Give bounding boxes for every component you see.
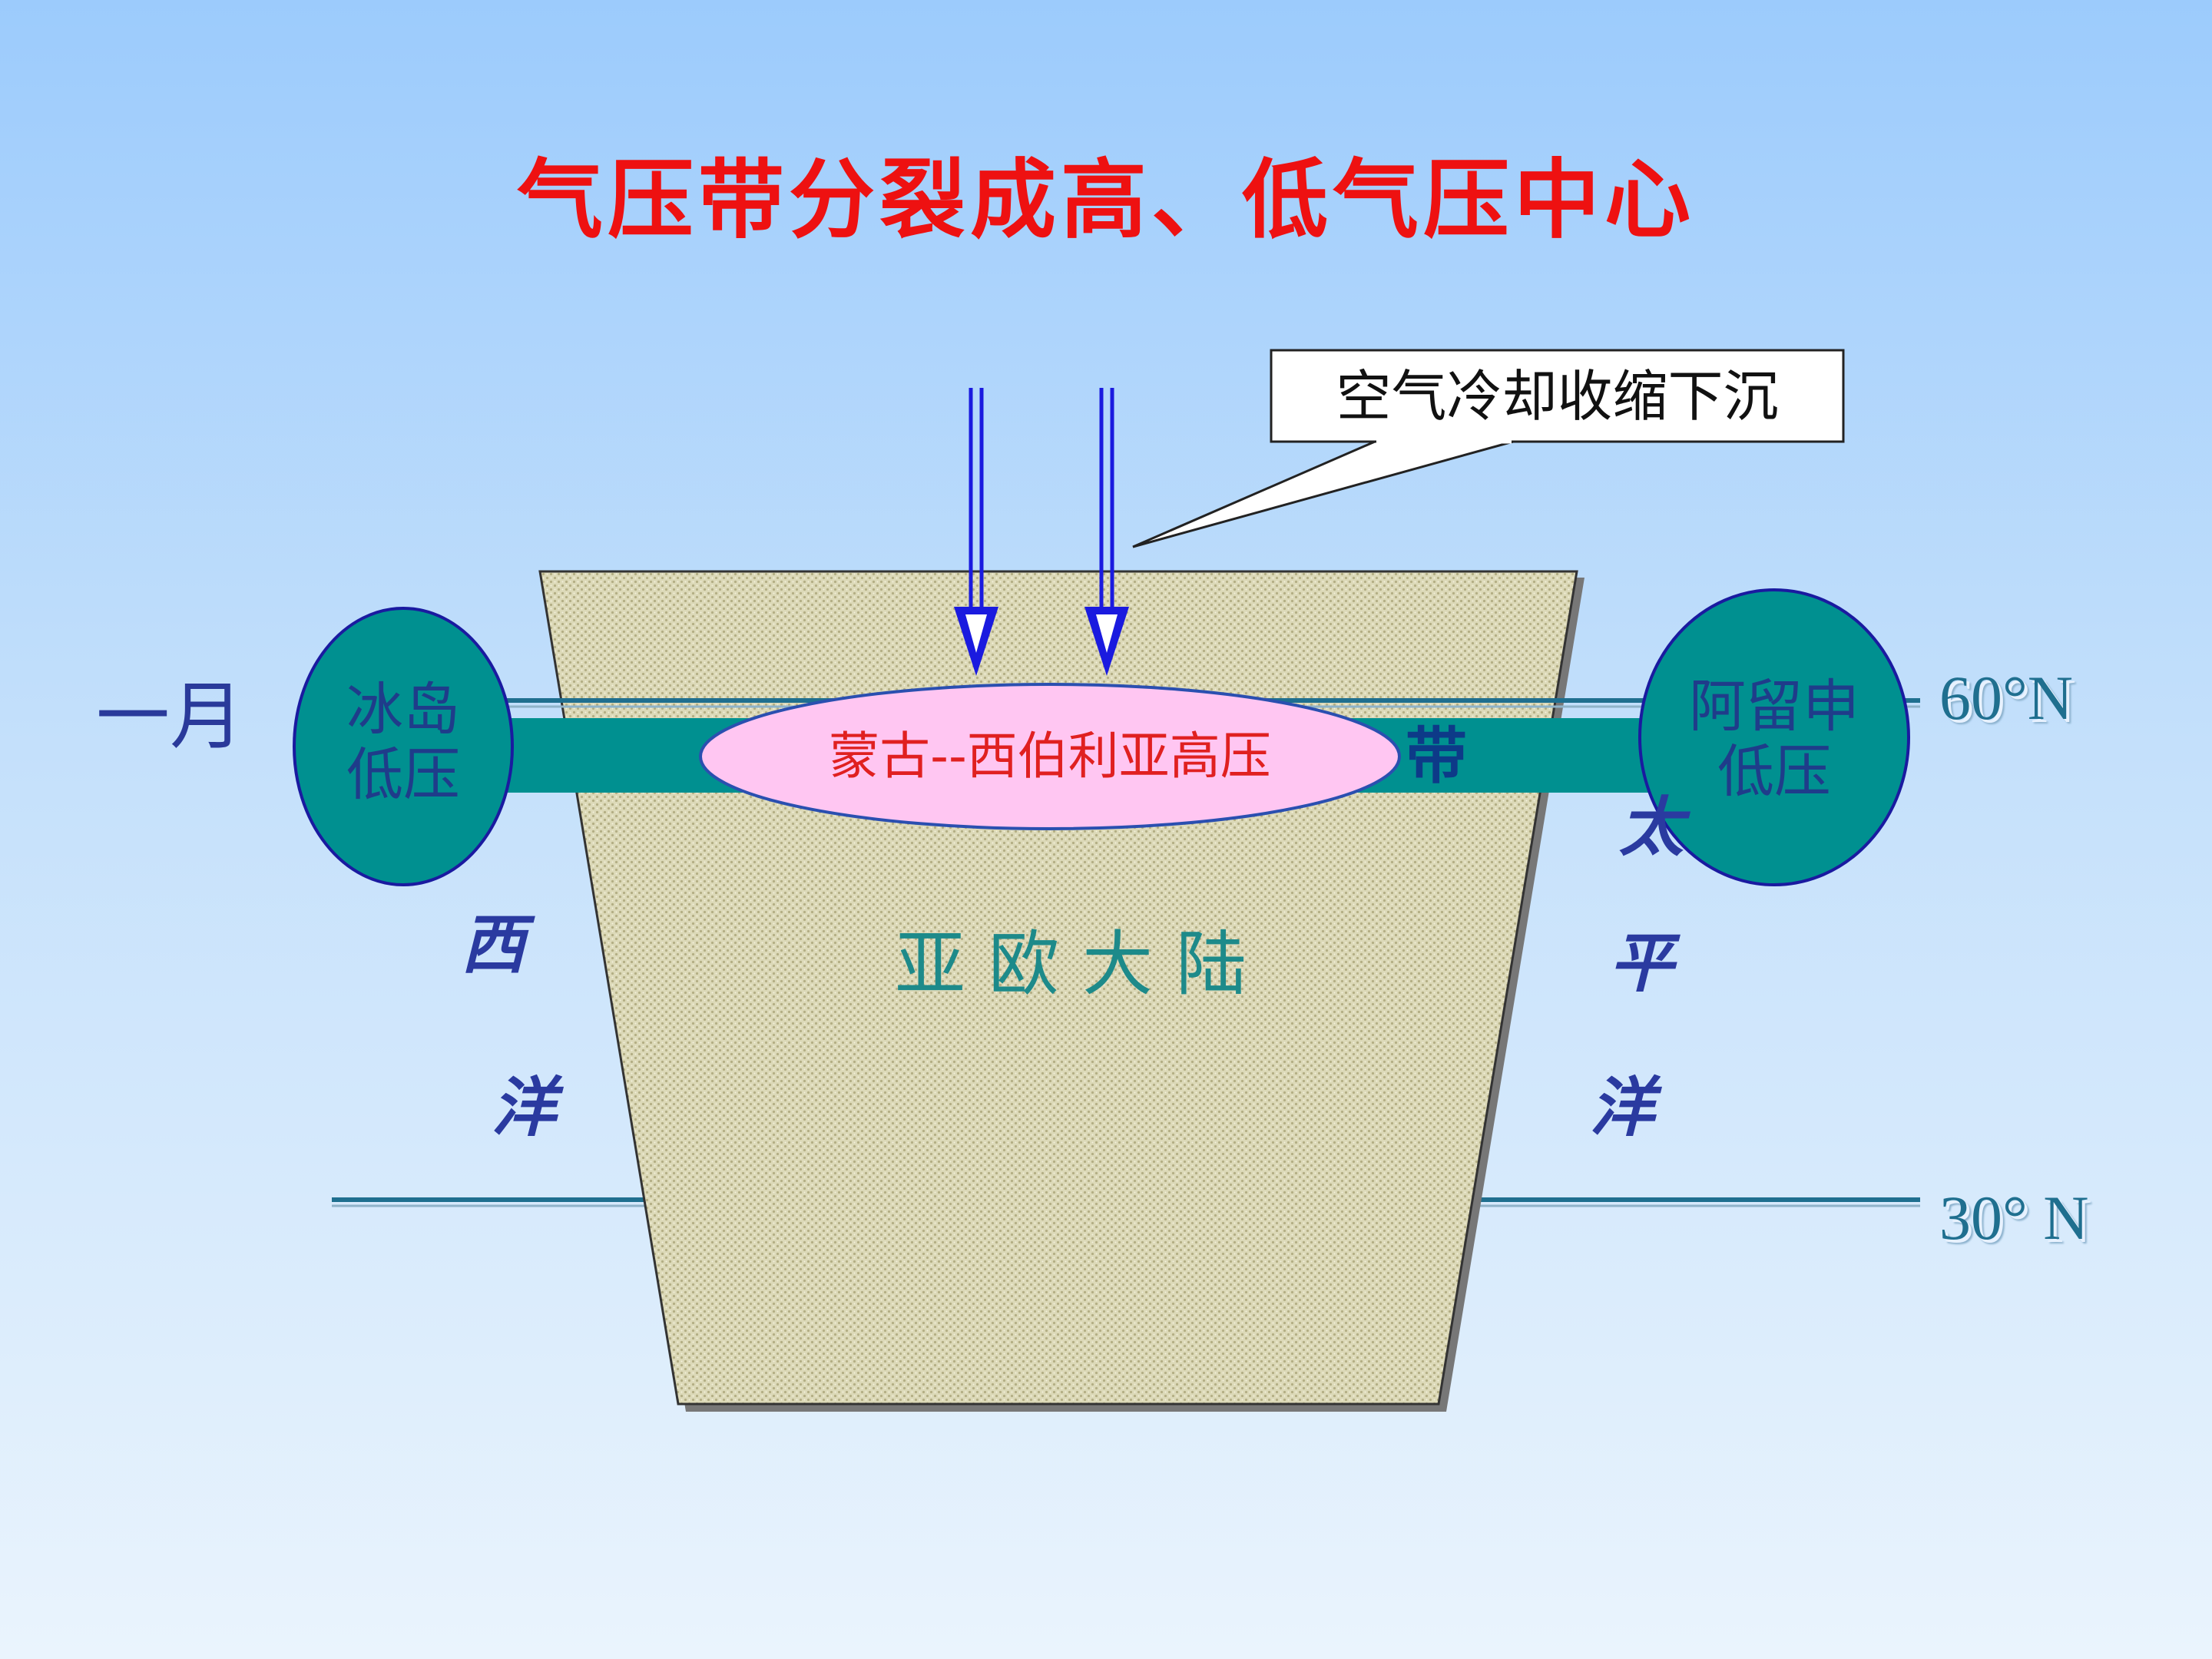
latitude-60-label: 60°N <box>1939 663 2074 733</box>
atlantic-char-1: 西 <box>461 906 526 982</box>
iceland-low-line1: 冰岛 <box>346 677 460 743</box>
latitude-30-label: 30° N <box>1939 1183 2089 1253</box>
aleutian-low-line2: 低压 <box>1717 739 1831 806</box>
sinking-air-arrow-right <box>1084 388 1129 676</box>
iceland-low-label: 冰岛 低压 <box>294 677 512 808</box>
pacific-char-1: 太 <box>1619 789 1684 865</box>
month-label: 一月 <box>96 674 243 760</box>
aleutian-low-label: 阿留申 低压 <box>1640 674 1909 805</box>
slide-title: 气压带分裂成高、低气压中心 <box>517 150 1695 250</box>
pacific-char-3: 洋 <box>1590 1069 1655 1145</box>
aleutian-low-circle <box>1638 588 1910 886</box>
callout-text: 空气冷却收缩下沉 <box>1336 364 1779 429</box>
iceland-low-line2: 低压 <box>346 742 460 809</box>
callout-box <box>1132 349 1845 548</box>
belt-label-fragment: 带 <box>1406 720 1467 792</box>
mongolia-siberia-high-ellipse <box>699 683 1401 830</box>
mongolia-siberia-high-label: 蒙古--西伯利亚高压 <box>829 727 1271 786</box>
pacific-char-2: 平 <box>1609 925 1674 1001</box>
sinking-air-arrow-left <box>954 388 998 676</box>
continent-label: 亚欧大陆 <box>895 923 1270 1005</box>
atlantic-char-2: 洋 <box>492 1069 557 1145</box>
iceland-low-circle <box>293 607 514 886</box>
aleutian-low-line1: 阿留申 <box>1689 674 1859 740</box>
